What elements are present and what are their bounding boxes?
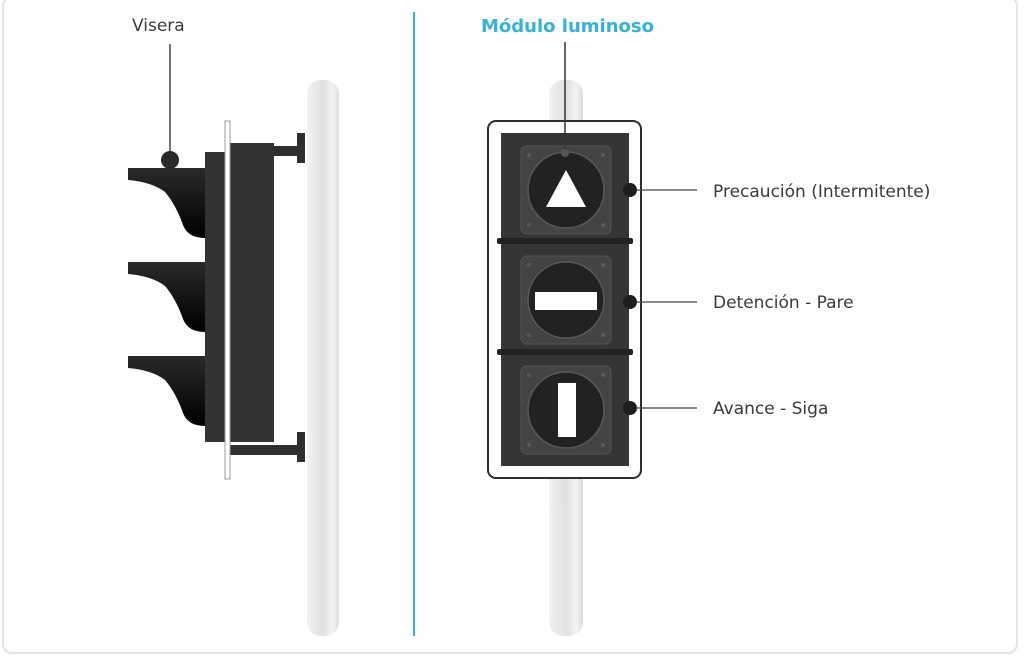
horizontal-bar-symbol: [535, 292, 597, 310]
triangle-symbol: [546, 170, 586, 207]
visor-middle: [128, 262, 205, 332]
stop-label: Detención - Pare: [713, 293, 854, 313]
back-plate: [224, 120, 231, 480]
go-label: Avance - Siga: [713, 399, 829, 419]
marker-caution: [623, 183, 637, 197]
module-go: [520, 365, 612, 455]
side-view: [128, 44, 339, 636]
visor-top: [128, 168, 205, 238]
top-bracket: [270, 146, 302, 156]
module-stop: [520, 255, 612, 345]
caution-label: Precaución (Intermitente): [713, 182, 931, 202]
front-housing: [205, 152, 227, 442]
left-pole: [307, 80, 339, 636]
marker-go: [623, 401, 637, 415]
vertical-bar-symbol: [558, 383, 576, 437]
front-view: [487, 42, 697, 636]
visor-label: Visera: [132, 16, 185, 36]
bottom-bracket: [230, 445, 302, 455]
module-title: Módulo luminoso: [481, 16, 654, 37]
visor-bottom: [128, 356, 205, 426]
module-caution: [520, 145, 612, 235]
visor-marker: [161, 151, 179, 169]
marker-stop: [623, 295, 637, 309]
rear-housing: [229, 143, 274, 442]
